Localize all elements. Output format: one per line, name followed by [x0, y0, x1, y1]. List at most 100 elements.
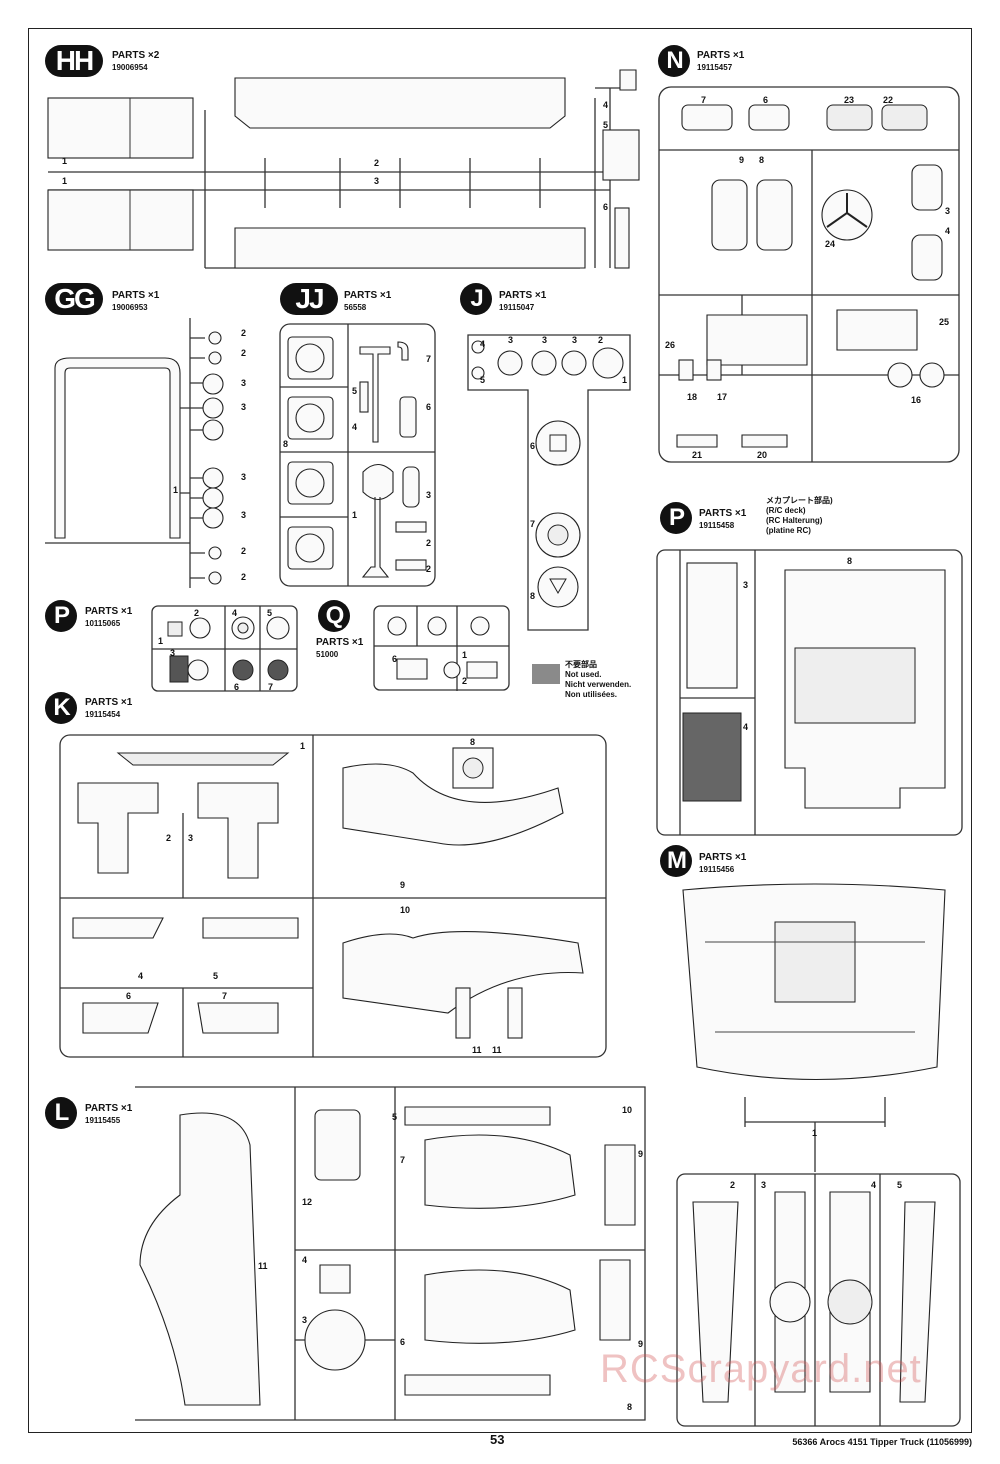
sprue-n: 7 6 23 22 9 8 24 3 4 26 25 18 17 16 21 2… — [658, 86, 960, 463]
part-num: 3 — [426, 490, 431, 500]
part-num: 1 — [812, 1128, 817, 1138]
parts-badge-p-small: P — [45, 600, 77, 632]
part-num: 7 — [268, 682, 273, 692]
part-num: 1 — [173, 485, 178, 495]
part-num: 6 — [426, 402, 431, 412]
part-num: 2 — [166, 833, 171, 843]
part-num: 9 — [739, 155, 744, 165]
page-number: 53 — [490, 1432, 505, 1447]
part-num: 18 — [687, 392, 697, 402]
part-num: 9 — [638, 1339, 643, 1349]
part-num: 26 — [665, 340, 675, 350]
part-num: 1 — [462, 650, 467, 660]
watermark: RCScrapyard.net — [600, 1347, 922, 1391]
part-num: 2 — [241, 328, 246, 338]
part-num: 10 — [622, 1105, 632, 1115]
sprue-p-small: 2 4 5 1 3 6 7 — [151, 605, 298, 692]
parts-badge-n: N — [658, 45, 690, 77]
part-num: 5 — [267, 608, 272, 618]
part-num: 7 — [222, 991, 227, 1001]
part-num: 1 — [62, 176, 67, 186]
part-num: 9 — [400, 880, 405, 890]
part-num: 25 — [939, 317, 949, 327]
part-num: 5 — [352, 386, 357, 396]
sprue-p-deck: 3 8 4 — [656, 549, 963, 836]
part-num: 6 — [530, 441, 535, 451]
parts-badge-j: J — [460, 283, 492, 315]
part-num: 11 — [492, 1045, 502, 1055]
part-num: 4 — [945, 226, 950, 236]
part-num: 6 — [763, 95, 768, 105]
part-num: 3 — [241, 510, 246, 520]
part-num: 4 — [603, 100, 608, 110]
parts-badge-gg: GG — [45, 283, 103, 315]
part-num: 3 — [508, 335, 513, 345]
part-num: 7 — [701, 95, 706, 105]
part-num: 20 — [757, 450, 767, 460]
parts-badge-hh: HH — [45, 45, 103, 77]
part-num: 2 — [598, 335, 603, 345]
part-num: 4 — [232, 608, 237, 618]
part-num: 4 — [480, 339, 485, 349]
part-num: 5 — [213, 971, 218, 981]
sprue-gg: 2 2 3 3 3 3 1 2 2 — [45, 318, 246, 588]
parts-badge-p-deck: P — [660, 502, 692, 534]
parts-badge-jj: JJ — [280, 283, 338, 315]
part-num: 2 — [241, 348, 246, 358]
sprue-jj: 7 5 6 4 8 1 3 2 2 — [279, 323, 436, 587]
part-num: 3 — [743, 580, 748, 590]
part-num: 24 — [825, 239, 835, 249]
part-num: 4 — [302, 1255, 307, 1265]
part-num: 5 — [480, 375, 485, 385]
page-border — [28, 28, 972, 1433]
part-num: 8 — [530, 591, 535, 601]
part-num: 9 — [638, 1149, 643, 1159]
part-num: 4 — [743, 722, 748, 732]
part-num: 1 — [300, 741, 305, 751]
part-num: 4 — [871, 1180, 876, 1190]
part-num: 2 — [730, 1180, 735, 1190]
part-num: 5 — [897, 1180, 902, 1190]
parts-badge-k: K — [45, 692, 77, 724]
footer-title: 56366 Arocs 4151 Tipper Truck (11056999) — [792, 1437, 972, 1447]
part-num: 6 — [400, 1337, 405, 1347]
part-num: 7 — [400, 1155, 405, 1165]
part-num: 16 — [911, 395, 921, 405]
part-num: 8 — [627, 1402, 632, 1412]
part-num: 8 — [470, 737, 475, 747]
part-num: 3 — [945, 206, 950, 216]
part-num: 4 — [352, 422, 357, 432]
part-num: 2 — [426, 538, 431, 548]
part-num: 3 — [170, 648, 175, 658]
part-num: 7 — [426, 354, 431, 364]
part-num: 21 — [692, 450, 702, 460]
rc-deck-note: メカプレート部品)(R/C deck)(RC Halterung)(platin… — [766, 496, 833, 535]
part-num: 5 — [392, 1112, 397, 1122]
sprue-l: 5 10 7 9 12 11 4 3 6 9 8 — [135, 1086, 646, 1421]
part-num: 11 — [472, 1045, 482, 1055]
part-num: 10 — [400, 905, 410, 915]
part-num: 1 — [62, 156, 67, 166]
parts-badge-l: L — [45, 1097, 77, 1129]
part-num: 2 — [194, 608, 199, 618]
part-num: 3 — [374, 176, 379, 186]
part-num: 3 — [302, 1315, 307, 1325]
part-num: 8 — [283, 439, 288, 449]
unused-legend-swatch — [532, 664, 560, 684]
part-num: 3 — [761, 1180, 766, 1190]
part-num: 2 — [426, 564, 431, 574]
part-num: 17 — [717, 392, 727, 402]
part-num: 6 — [234, 682, 239, 692]
part-num: 3 — [241, 378, 246, 388]
part-num: 2 — [462, 676, 467, 686]
part-num: 1 — [158, 636, 163, 646]
